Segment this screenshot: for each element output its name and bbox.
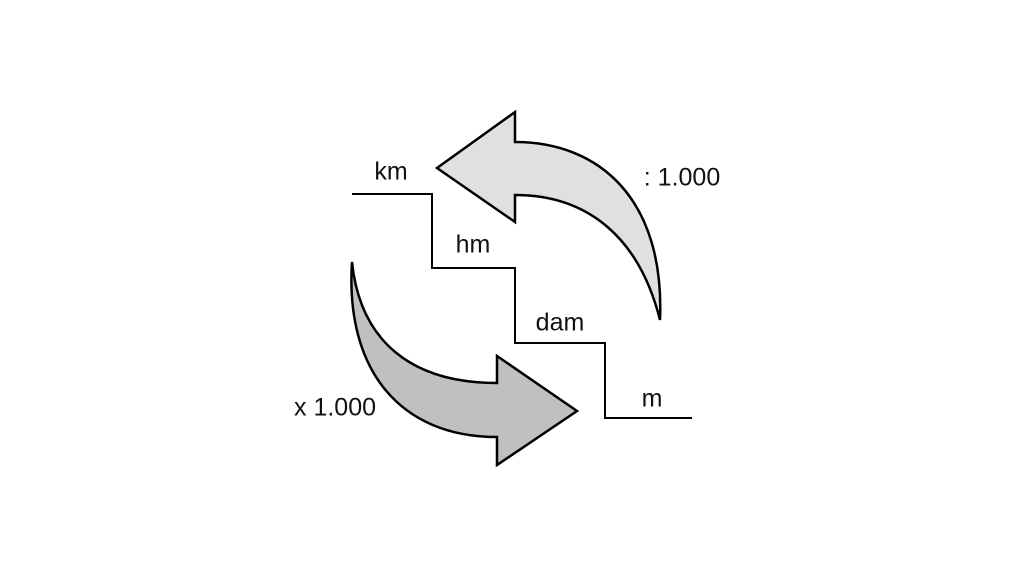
unit-hm: hm xyxy=(455,230,491,259)
staircase-line xyxy=(352,193,692,419)
unit-km: km xyxy=(374,157,408,186)
unit-m: m xyxy=(641,384,663,413)
divide-arrow-up-left xyxy=(434,109,662,321)
unit-dam: dam xyxy=(535,308,585,337)
multiply-label: x 1.000 xyxy=(293,393,377,422)
multiply-arrow-down-right xyxy=(350,261,580,468)
divide-label: : 1.000 xyxy=(643,163,721,192)
